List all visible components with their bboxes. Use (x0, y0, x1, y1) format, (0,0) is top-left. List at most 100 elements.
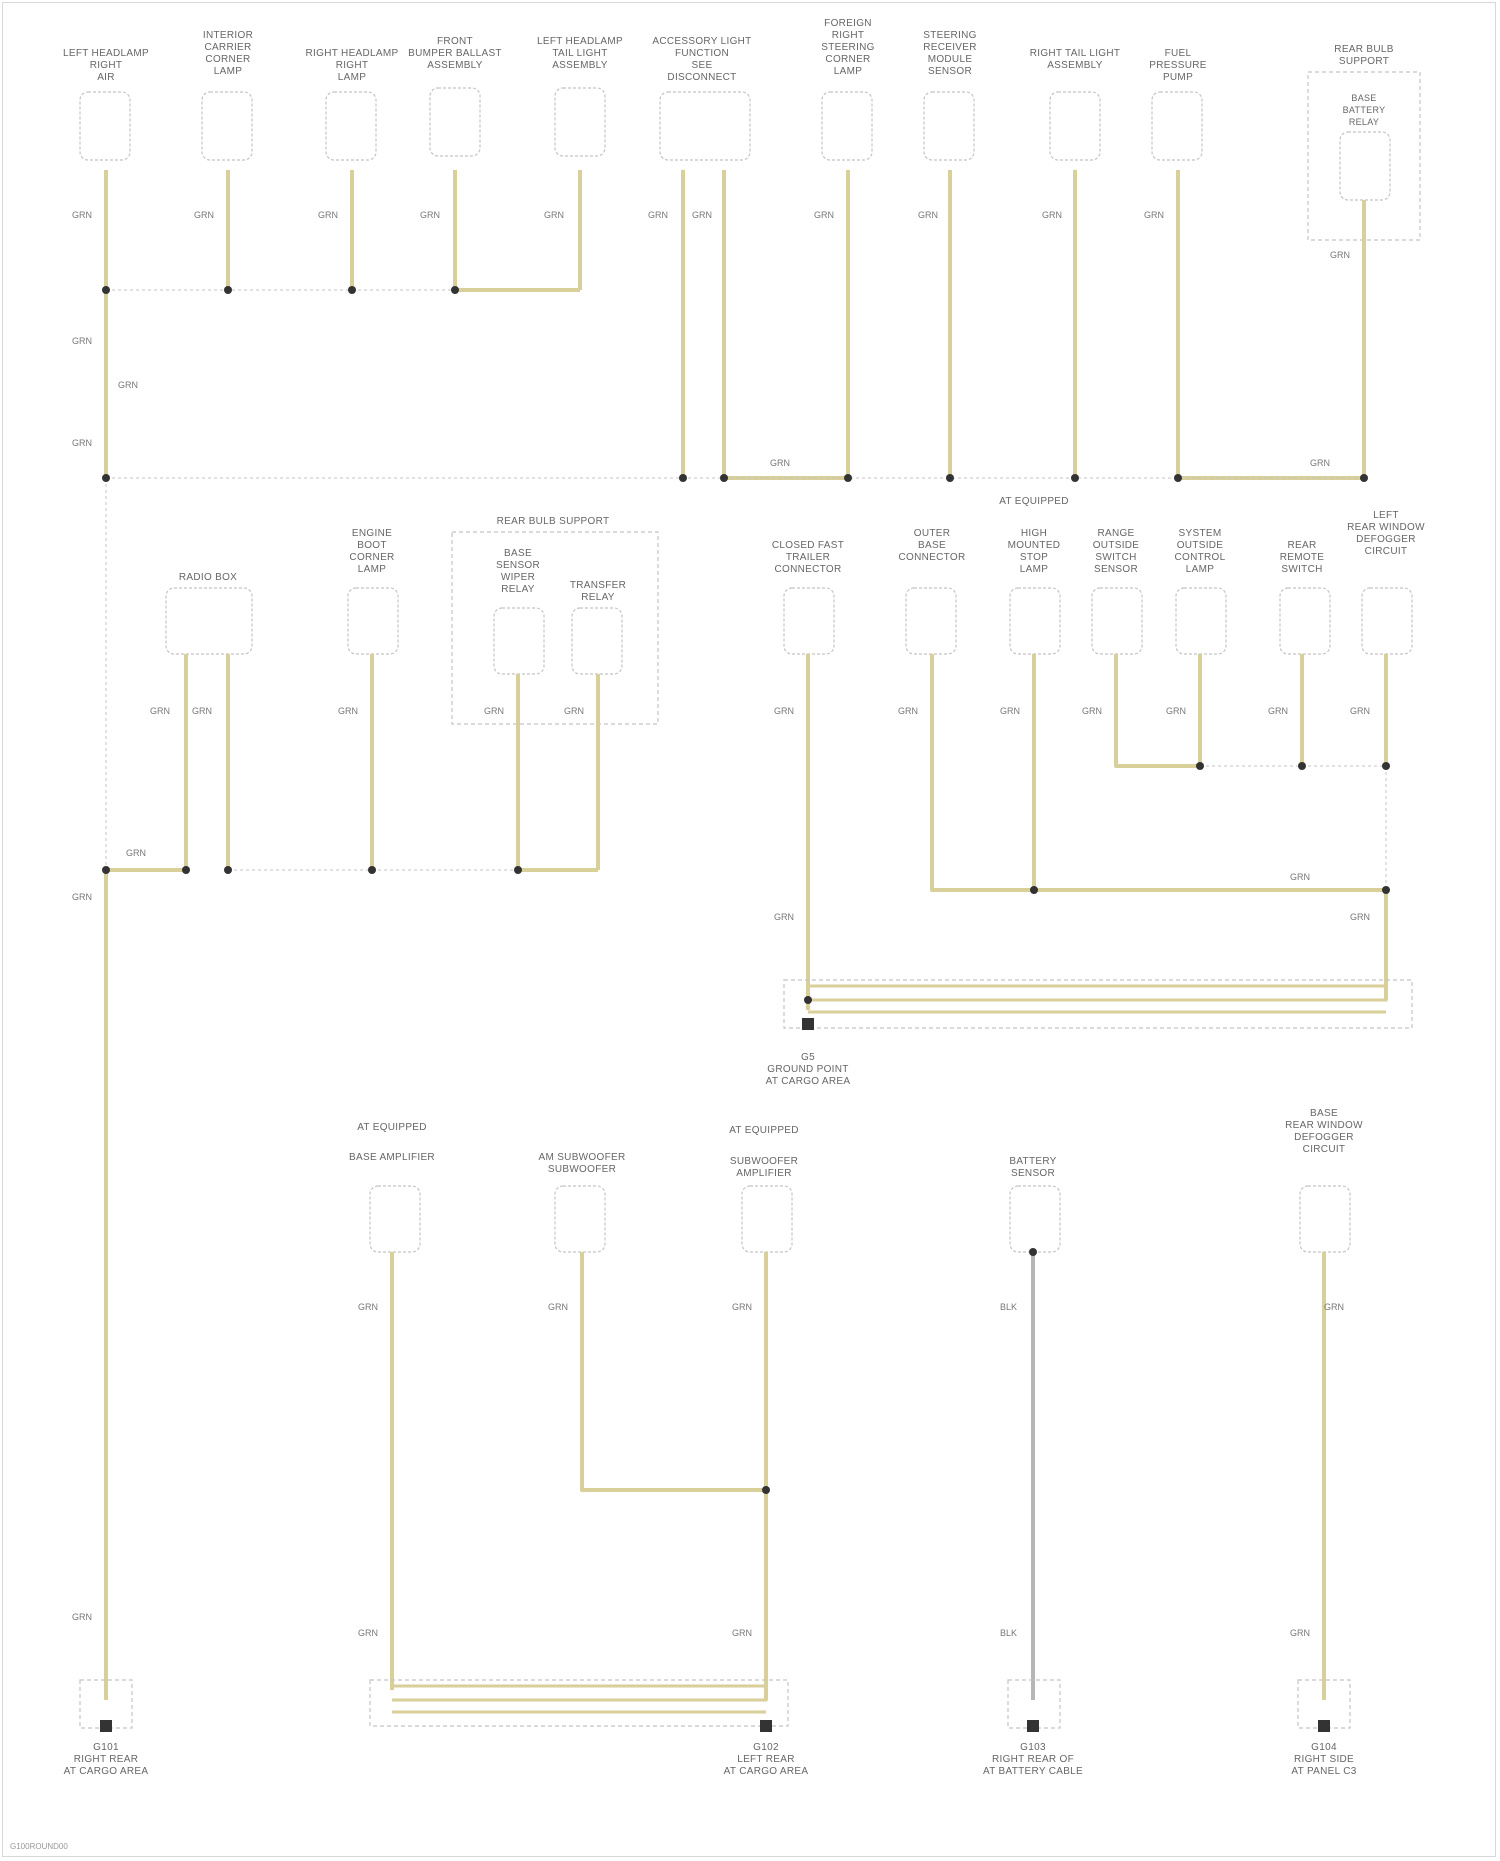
wire-code-label: GRN (318, 210, 338, 220)
wire-code-label: GRN (194, 210, 214, 220)
wire-code-label: GRN (564, 706, 584, 716)
splice-dot (679, 474, 687, 482)
component-connector (784, 588, 834, 654)
component-connector (1280, 588, 1330, 654)
wire-code-label: GRN (918, 210, 938, 220)
component-connector (430, 88, 480, 156)
wire-code-label: GRN (1350, 912, 1370, 922)
component-connector (202, 92, 252, 160)
footer-code: G100ROUND00 (10, 1842, 68, 1851)
wire-code-label: GRN (548, 1302, 568, 1312)
wire-code-label: BLK (1000, 1302, 1017, 1312)
component-label: FUEL PRESSURE PUMP (1149, 48, 1206, 84)
component-connector (1092, 588, 1142, 654)
component-connector (80, 92, 130, 160)
component-label: SUBWOOFER AMPLIFIER (730, 1156, 798, 1180)
component-label: BATTERY SENSOR (1009, 1156, 1056, 1180)
wire-code-label: GRN (1330, 250, 1350, 260)
splice-dot (1196, 762, 1204, 770)
wire-code-label: GRN (1000, 706, 1020, 716)
wire-code-label: GRN (72, 438, 92, 448)
section-header: AT EQUIPPED (729, 1125, 799, 1137)
component-label: RIGHT TAIL LIGHT ASSEMBLY (1030, 48, 1121, 72)
wire-code-label: GRN (126, 848, 146, 858)
component-label: LEFT HEADLAMP TAIL LIGHT ASSEMBLY (537, 36, 623, 72)
wire-code-label: GRN (774, 912, 794, 922)
component-label: RADIO BOX (179, 572, 237, 584)
component-connector (1050, 92, 1100, 160)
component-connector (348, 588, 398, 654)
component-connector (1340, 132, 1390, 200)
component-label: REAR BULB SUPPORT (1334, 44, 1393, 68)
wire-code-label: BLK (1000, 1628, 1017, 1638)
component-connector (660, 92, 750, 160)
component-label: LEFT HEADLAMP RIGHT AIR (63, 48, 149, 84)
splice-dot (720, 474, 728, 482)
wire-code-label: GRN (770, 458, 790, 468)
splice-dot (804, 996, 812, 1004)
component-label: BASE BATTERY RELAY (1343, 92, 1386, 128)
section-header: AT EQUIPPED (357, 1122, 427, 1134)
splice-dot (182, 866, 190, 874)
component-label: STEERING RECEIVER MODULE SENSOR (923, 30, 977, 78)
component-connector (742, 1186, 792, 1252)
component-connector (555, 88, 605, 156)
splice-dot (946, 474, 954, 482)
wire-code-label: GRN (358, 1302, 378, 1312)
component-connector (572, 608, 622, 674)
wire-code-label: GRN (150, 706, 170, 716)
wire-code-label: GRN (1166, 706, 1186, 716)
splice-dot (762, 1486, 770, 1494)
wire-code-label: GRN (774, 706, 794, 716)
component-connector (924, 92, 974, 160)
ground-terminal (760, 1720, 772, 1732)
component-label: FOREIGN RIGHT STEERING CORNER LAMP (821, 18, 875, 78)
component-connector (1300, 1186, 1350, 1252)
splice-dot (514, 866, 522, 874)
wire-code-label: GRN (814, 210, 834, 220)
component-label: BASE SENSOR WIPER RELAY (496, 548, 540, 596)
component-connector (1362, 588, 1412, 654)
ground-label: G103 RIGHT REAR OF AT BATTERY CABLE (983, 1742, 1083, 1778)
wire-code-label: GRN (732, 1628, 752, 1638)
wire-code-label: GRN (1042, 210, 1062, 220)
component-label: AM SUBWOOFER SUBWOOFER (539, 1152, 626, 1176)
component-label: REAR BULB SUPPORT (497, 516, 610, 528)
component-label: REAR REMOTE SWITCH (1280, 540, 1325, 576)
component-connector (1152, 92, 1202, 160)
component-connector (494, 608, 544, 674)
splice-dot (1071, 474, 1079, 482)
component-label: INTERIOR CARRIER CORNER LAMP (203, 30, 253, 78)
wire-code-label: GRN (732, 1302, 752, 1312)
wire-code-label: GRN (72, 336, 92, 346)
component-label: OUTER BASE CONNECTOR (899, 528, 966, 564)
component-connector (555, 1186, 605, 1252)
component-label: BASE AMPLIFIER (349, 1152, 435, 1164)
ground-label: G101 RIGHT REAR AT CARGO AREA (64, 1742, 149, 1778)
component-connector (370, 1186, 420, 1252)
splice-dot (102, 474, 110, 482)
wire-code-label: GRN (1350, 706, 1370, 716)
splice-dot (1030, 886, 1038, 894)
splice-dot (1174, 474, 1182, 482)
splice-dot (1382, 886, 1390, 894)
component-connector (166, 588, 252, 654)
wire-code-label: GRN (1268, 706, 1288, 716)
component-connector (906, 588, 956, 654)
component-connector (1176, 588, 1226, 654)
wire-code-label: GRN (1290, 872, 1310, 882)
wire-code-label: GRN (358, 1628, 378, 1638)
component-label: FRONT BUMPER BALLAST ASSEMBLY (408, 36, 502, 72)
splice-dot (451, 286, 459, 294)
component-connector (326, 92, 376, 160)
wire-code-label: GRN (544, 210, 564, 220)
component-label: TRANSFER RELAY (570, 580, 626, 604)
component-label: RANGE OUTSIDE SWITCH SENSOR (1093, 528, 1140, 576)
component-connector (822, 92, 872, 160)
component-label: SYSTEM OUTSIDE CONTROL LAMP (1175, 528, 1226, 576)
component-connector (1010, 588, 1060, 654)
component-label: ACCESSORY LIGHT FUNCTION SEE DISCONNECT (652, 36, 751, 84)
component-label: ENGINE BOOT CORNER LAMP (349, 528, 394, 576)
wire-code-label: GRN (484, 706, 504, 716)
ground-terminal (100, 1720, 112, 1732)
